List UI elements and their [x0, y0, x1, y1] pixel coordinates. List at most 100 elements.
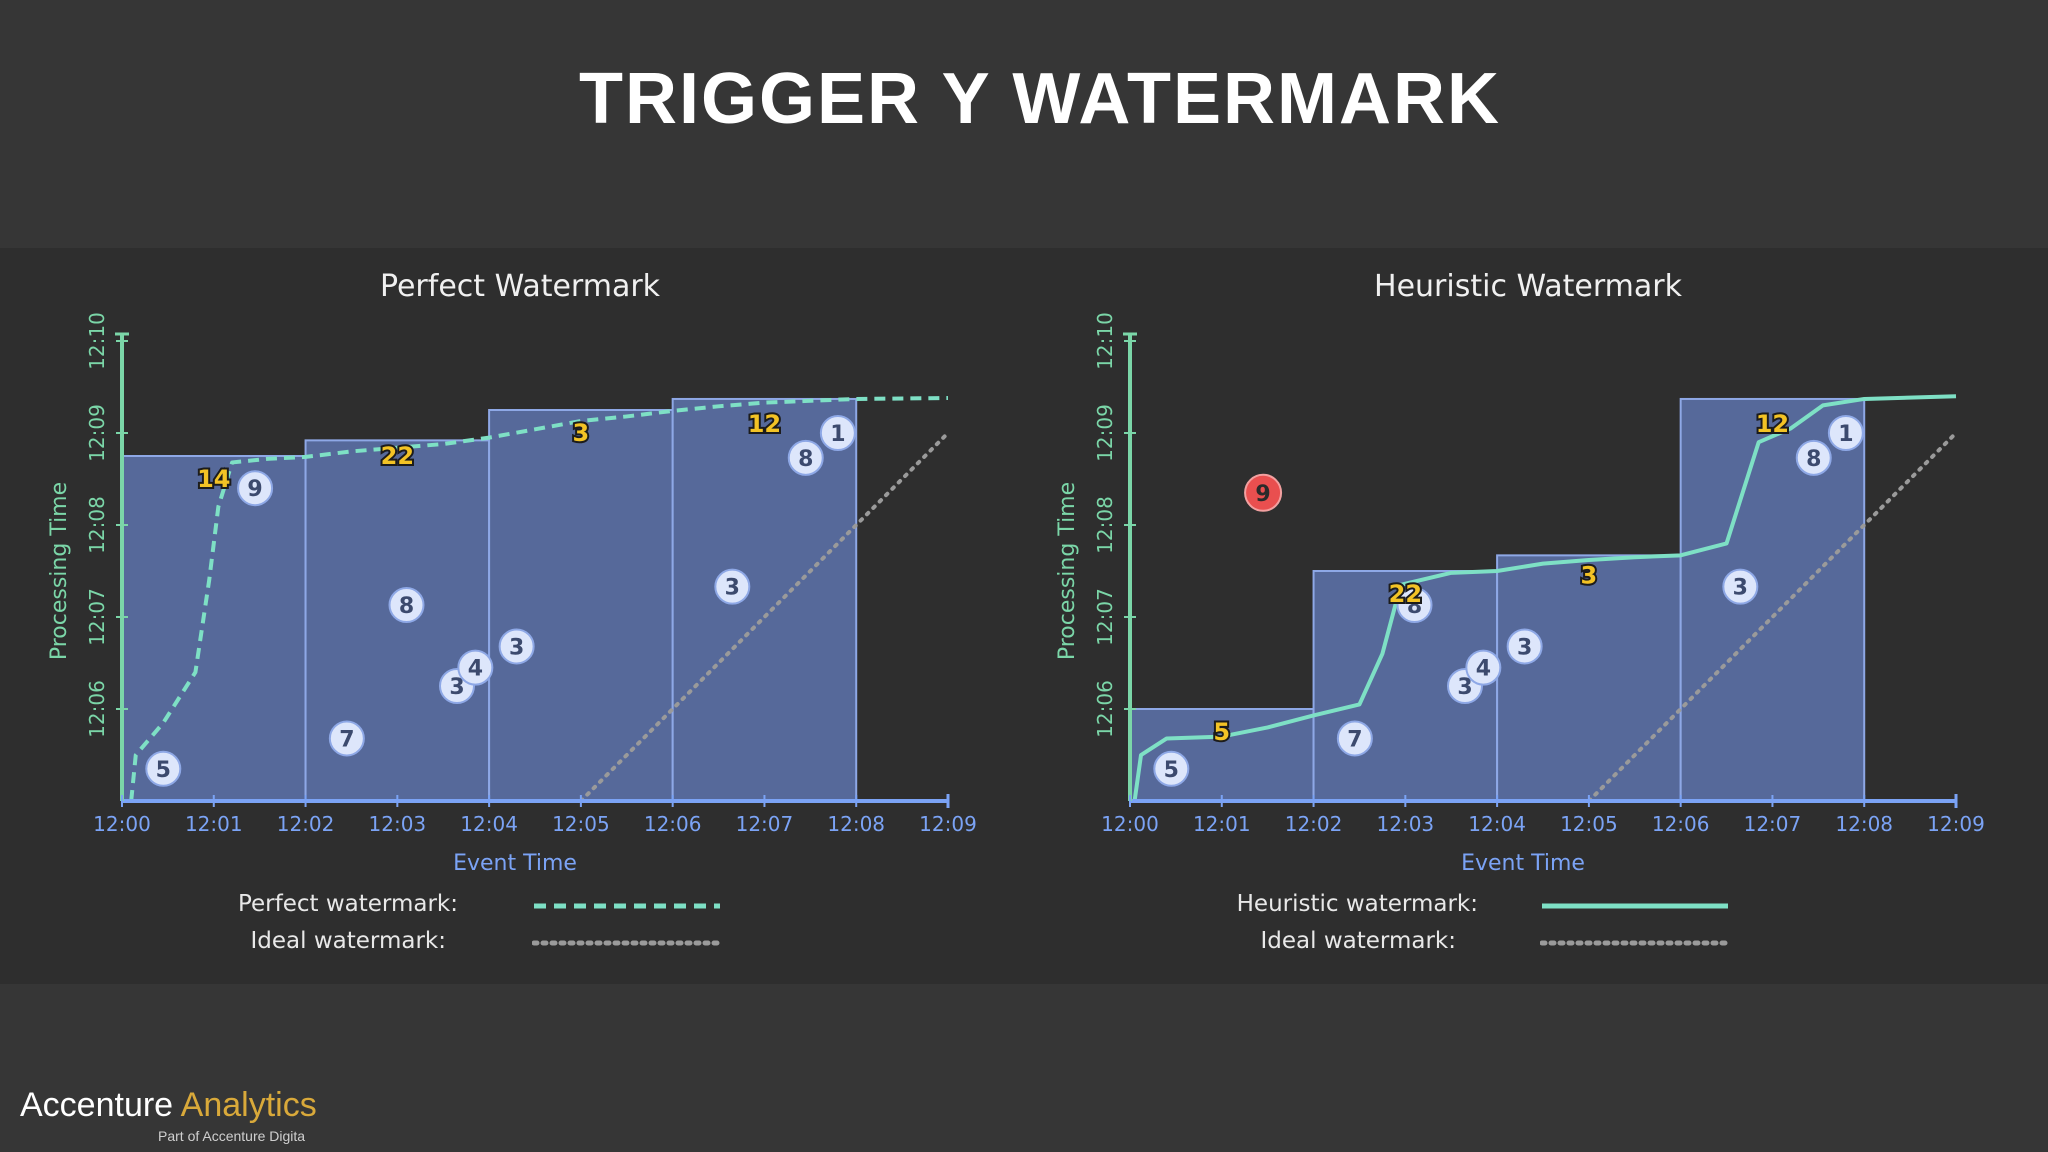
perfect-y-axis-label: Processing Time [47, 482, 72, 660]
heuristic-event-marker-6 [1722, 568, 1759, 605]
heuristic-result-value-3: 12 [1756, 410, 1789, 438]
heuristic-result-value-2: 3 [1581, 562, 1598, 590]
perfect-x-tick-label-6: 12:06 [644, 812, 702, 836]
brand-name-part1: Accenture [20, 1086, 174, 1124]
heuristic-x-axis-label: Event Time [1461, 851, 1585, 876]
perfect-event-marker-2 [328, 720, 365, 757]
perfect-event-value-8: 8 [798, 447, 813, 472]
perfect-y-tick-label-3: 12:09 [85, 404, 109, 462]
heuristic-event-value-5: 3 [1517, 635, 1532, 660]
heuristic-event-value-2: 8 [1407, 594, 1422, 619]
perfect-x-tick-label-3: 12:03 [369, 812, 427, 836]
perfect-pane-1 [121, 455, 307, 802]
heuristic-result-value-1: 22 [1389, 580, 1422, 608]
heuristic-pane-4 [1679, 397, 1866, 803]
perfect-ideal-watermark-line [578, 431, 950, 803]
perfect-result-value-0: 14 [197, 465, 230, 493]
perfect-event-value-5: 4 [468, 657, 483, 682]
heuristic-y-tick-label-4: 12:10 [1093, 312, 1117, 370]
heuristic-event-value-7: 8 [1806, 447, 1821, 472]
heuristic-x-tick-label-9: 12:09 [1927, 812, 1985, 836]
perfect-x-tick-label-5: 12:05 [552, 812, 610, 836]
legend-swatch-dotted [532, 940, 722, 946]
perfect-x-axis-label: Event Time [453, 851, 577, 876]
heuristic-pane-3 [1496, 554, 1682, 802]
brand-tagline: Part of Accenture Digita [158, 1128, 306, 1144]
heuristic-y-axis-label: Processing Time [1055, 482, 1080, 660]
slide-title: TRIGGER Y WATERMARK [578, 59, 1502, 139]
legend-label-heuristic-watermark: Heuristic watermark: [1236, 891, 1478, 917]
heuristic-x-tick-label-4: 12:04 [1468, 812, 1526, 836]
legend-label-perfect-watermark: Perfect watermark: [237, 891, 458, 917]
perfect-result-value-2: 3 [573, 419, 590, 447]
heuristic-x-tick-label-2: 12:02 [1285, 812, 1343, 836]
heuristic-x-tick-label-8: 12:08 [1835, 812, 1893, 836]
perfect-event-marker-5 [457, 649, 494, 686]
legend-label-ideal-watermark-2: Ideal watermark: [1260, 928, 1456, 954]
heuristic-x-tick-label-1: 12:01 [1193, 812, 1251, 836]
brand-logo: Accenture Analytics Part of Accenture Di… [20, 1086, 320, 1146]
perfect-chart-title: Perfect Watermark [380, 269, 661, 304]
perfect-x-tick-label-1: 12:01 [185, 812, 243, 836]
perfect-x-tick-label-4: 12:04 [460, 812, 518, 836]
perfect-event-value-1: 9 [247, 477, 262, 502]
perfect-event-value-0: 5 [156, 758, 171, 783]
heuristic-y-tick-label-0: 12:06 [1093, 680, 1117, 738]
heuristic-event-value-4: 4 [1476, 657, 1491, 682]
perfect-event-marker-1 [237, 470, 274, 507]
perfect-event-marker-0 [145, 750, 182, 787]
heuristic-x-tick-label-5: 12:05 [1560, 812, 1618, 836]
legend-label-ideal-watermark: Ideal watermark: [250, 928, 446, 954]
perfect-result-value-1: 22 [381, 442, 414, 470]
heuristic-event-marker-4 [1465, 649, 1502, 686]
heuristic-event-value-1: 7 [1347, 727, 1362, 752]
heuristic-x-tick-label-0: 12:00 [1101, 812, 1159, 836]
perfect-event-value-3: 8 [399, 594, 414, 619]
heuristic-y-tick-label-3: 12:09 [1093, 404, 1117, 462]
heuristic-ideal-watermark-line [1586, 431, 1958, 803]
heuristic-event-marker-0 [1153, 750, 1190, 787]
perfect-event-marker-6 [498, 628, 535, 665]
brand-name: Accenture Analytics [20, 1086, 317, 1125]
heuristic-watermark-chart: Heuristic Watermark 12:00 12:01 12:02 12:03 1… [1055, 269, 1985, 876]
heuristic-y-tick-label-2: 12:08 [1093, 496, 1117, 554]
figure-panel: Perfect Watermark 12:00 12:01 12:02 12:03 12:… [0, 248, 2048, 984]
perfect-event-marker-7 [714, 568, 751, 605]
heuristic-event-value-0: 5 [1164, 758, 1179, 783]
heuristic-late-event-marker-0 [1244, 473, 1283, 512]
perfect-pane-4 [671, 397, 858, 803]
perfect-result-value-3: 12 [748, 410, 781, 438]
perfect-event-value-9: 1 [830, 422, 845, 447]
perfect-event-marker-3 [388, 587, 425, 624]
heuristic-late-event-value-0: 9 [1255, 482, 1270, 507]
legend-swatch-dashed [534, 903, 720, 909]
perfect-y-tick-label-2: 12:08 [85, 496, 109, 554]
perfect-event-value-2: 7 [339, 727, 354, 752]
perfect-x-tick-label-9: 12:09 [919, 812, 977, 836]
heuristic-event-marker-7 [1795, 439, 1832, 476]
perfect-x-tick-label-8: 12:08 [827, 812, 885, 836]
perfect-x-tick-label-7: 12:07 [736, 812, 794, 836]
legend-swatch-solid [1542, 903, 1728, 909]
heuristic-event-value-3: 3 [1457, 675, 1472, 700]
perfect-y-tick-label-4: 12:10 [85, 312, 109, 370]
perfect-event-marker-9 [819, 415, 856, 451]
heuristic-event-marker-1 [1336, 720, 1373, 757]
heuristic-chart-title: Heuristic Watermark [1374, 269, 1683, 304]
heuristic-event-value-8: 1 [1838, 422, 1853, 447]
perfect-event-marker-8 [787, 439, 824, 476]
heuristic-x-tick-label-3: 12:03 [1377, 812, 1435, 836]
heuristic-x-tick-label-6: 12:06 [1652, 812, 1710, 836]
heuristic-result-value-0: 5 [1213, 718, 1230, 746]
perfect-event-value-4: 3 [449, 675, 464, 700]
heuristic-watermark-line [1132, 394, 1957, 802]
perfect-pane-3 [488, 409, 674, 802]
heuristic-y-tick-label-1: 12:07 [1093, 588, 1117, 646]
perfect-watermark-line [129, 396, 949, 802]
perfect-y-tick-label-0: 12:06 [85, 680, 109, 738]
heuristic-x-tick-label-7: 12:07 [1744, 812, 1802, 836]
heuristic-event-marker-5 [1506, 628, 1543, 665]
perfect-x-tick-label-2: 12:02 [277, 812, 335, 836]
brand-name-part2: Analytics [180, 1086, 317, 1124]
